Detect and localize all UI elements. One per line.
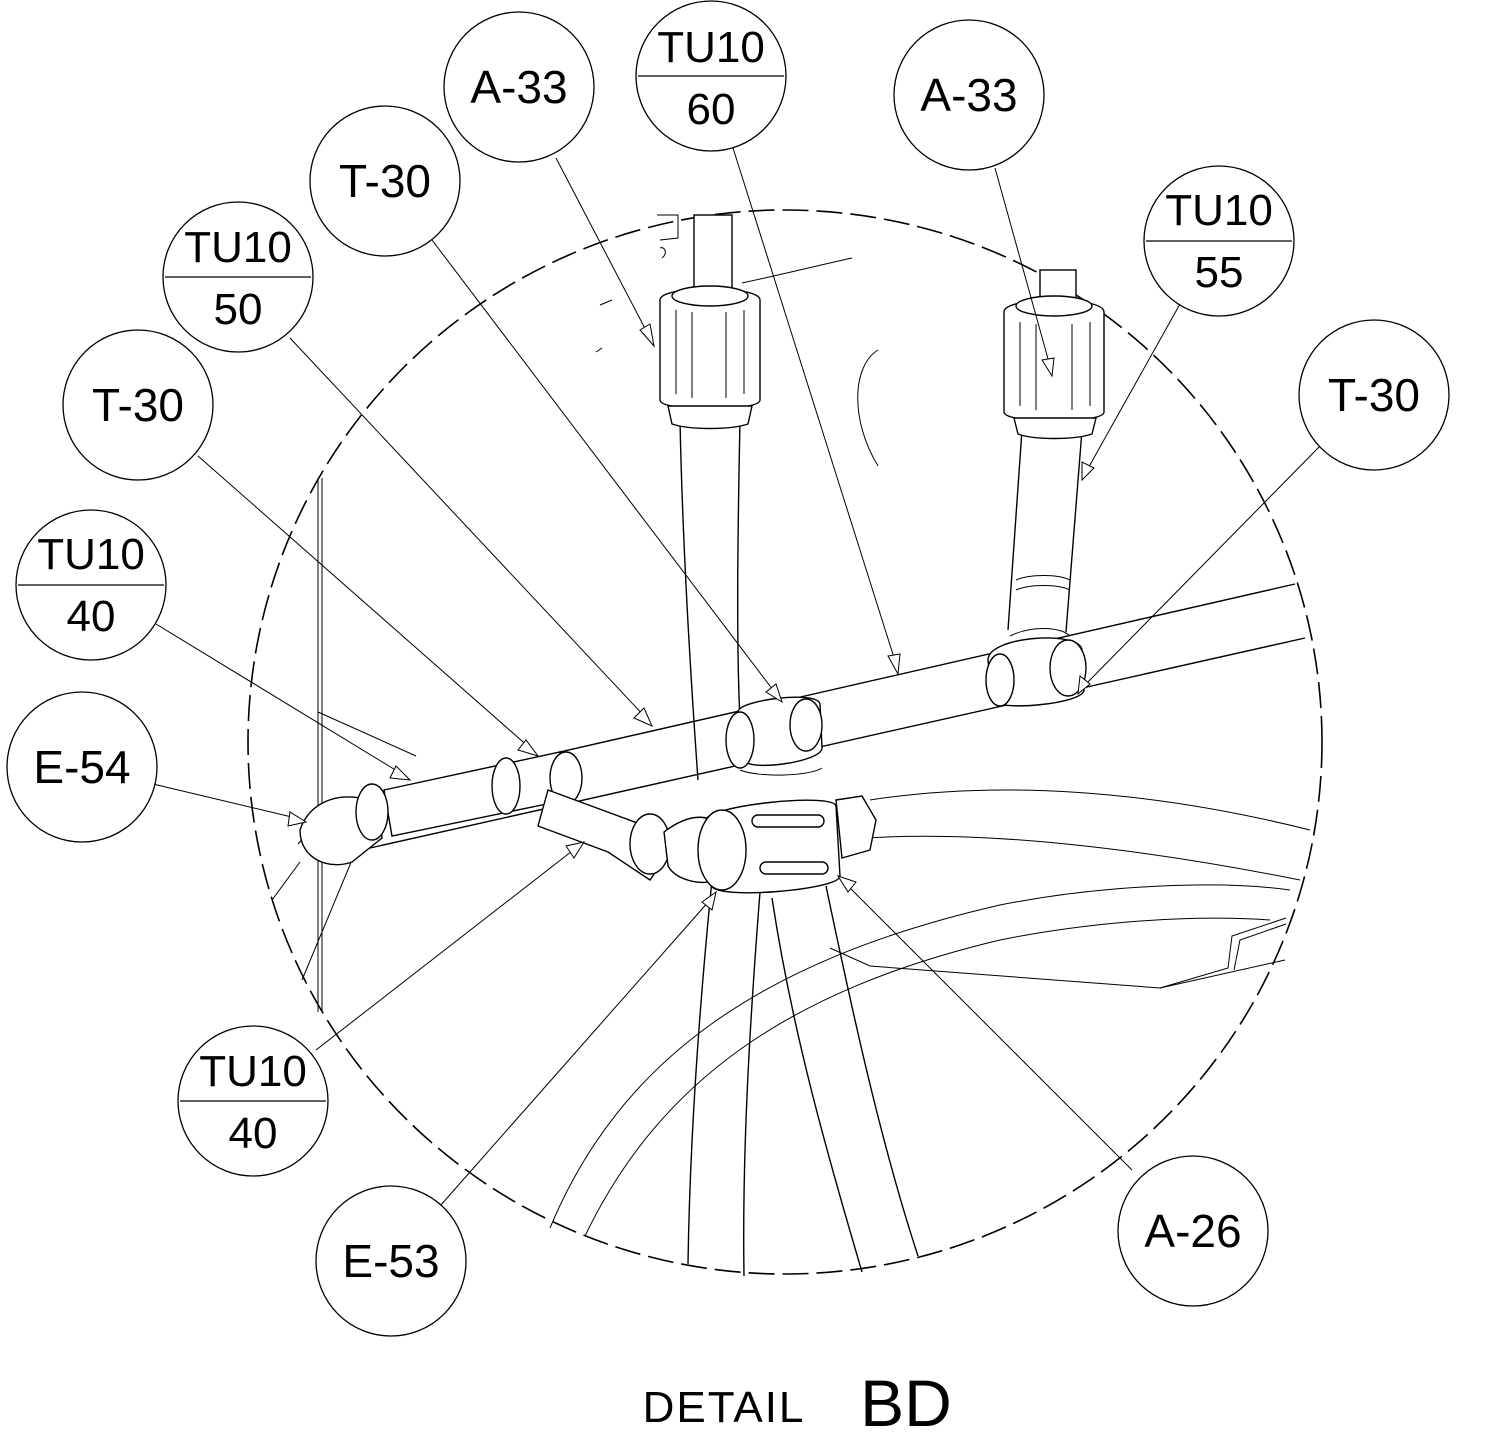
callout-t30-left: T-30	[62, 329, 214, 481]
callout-e54: E-54	[6, 691, 158, 843]
callout-e53: E-53	[315, 1185, 467, 1337]
callout-t30-top: T-30	[309, 105, 461, 257]
callout-label: A-33	[470, 61, 567, 113]
callout-label: T-30	[1328, 369, 1420, 421]
callout-tu10-60: TU10 60	[635, 0, 787, 152]
detail-title: DETAIL BD	[643, 1366, 952, 1438]
callout-label: T-30	[92, 379, 184, 431]
callout-a33-left: A-33	[443, 11, 595, 163]
callout-label: A-33	[920, 69, 1017, 121]
callout-label-top: TU10	[37, 530, 145, 579]
callout-label: E-54	[33, 741, 130, 793]
callout-tu10-50: TU10 50	[162, 201, 314, 353]
callout-label: E-53	[342, 1235, 439, 1287]
callout-tu10-40-bottom: TU10 40	[177, 1025, 329, 1177]
callout-label-bottom: 55	[1195, 248, 1244, 297]
detail-title-prefix: DETAIL	[643, 1383, 806, 1432]
callout-a26: A-26	[1117, 1155, 1269, 1307]
callout-label-top: TU10	[657, 23, 765, 72]
callout-label-top: TU10	[1165, 186, 1273, 235]
callout-label-bottom: 50	[214, 285, 263, 334]
callout-label: A-26	[1144, 1205, 1241, 1257]
assembly-linework	[271, 214, 1311, 1277]
callout-a33-right: A-33	[893, 19, 1045, 171]
leader-lines	[152, 147, 1323, 1207]
detail-boundary	[247, 209, 1323, 1275]
detail-title-id: BD	[860, 1366, 952, 1438]
callout-label-bottom: 40	[67, 592, 116, 641]
callout-label-bottom: 60	[687, 85, 736, 134]
callout-label-top: TU10	[184, 223, 292, 272]
callout-tu10-40-left: TU10 40	[15, 509, 167, 661]
callout-label: T-30	[339, 155, 431, 207]
callout-label-bottom: 40	[229, 1109, 278, 1158]
callout-t30-right: T-30	[1298, 319, 1450, 471]
callout-label-top: TU10	[199, 1047, 307, 1096]
callout-tu10-55: TU10 55	[1143, 165, 1295, 317]
